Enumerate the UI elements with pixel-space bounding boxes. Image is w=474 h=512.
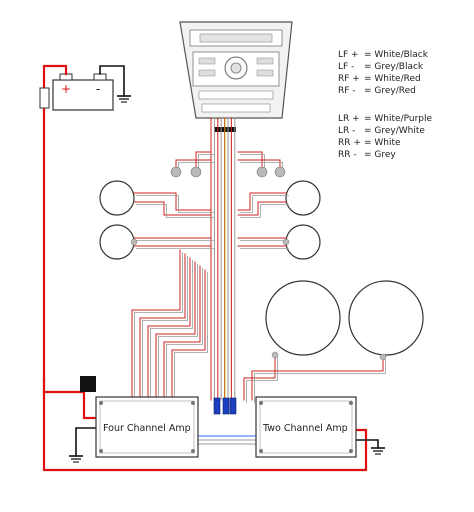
- amp-input-wire: [155, 261, 196, 398]
- wire-front-left-upper: [133, 192, 212, 211]
- front-right-speaker-upper: [285, 180, 321, 216]
- power-wire-to-two-channel: [42, 378, 368, 472]
- legend-color: = Grey/White: [364, 126, 425, 136]
- amp-input-wire-shadow: [142, 256, 188, 400]
- inline-fuse-icon: [39, 87, 50, 109]
- amp-input-wire: [131, 249, 181, 398]
- wire-front-left-upper-neg: [133, 201, 212, 216]
- battery-body: [52, 79, 114, 111]
- subwoofer-right-wire-shadow: [254, 359, 386, 403]
- legend-color: = Grey: [364, 150, 396, 160]
- wire-front-left-upper-shadow: [136, 195, 214, 213]
- speaker-terminal-icon: [271, 351, 279, 359]
- amp-input-wire: [163, 265, 201, 398]
- two-channel-amp-label: Two Channel Amp: [262, 423, 348, 434]
- legend-code: RR +: [338, 138, 361, 148]
- distribution-block-icon: [80, 376, 96, 392]
- legend-code: LF +: [338, 50, 359, 60]
- power-wiring: [42, 64, 385, 472]
- legend-code: LF -: [338, 62, 354, 72]
- subwoofer-right: [348, 280, 424, 356]
- subwoofer-right-wire: [251, 356, 384, 401]
- amp-input-wire: [139, 253, 186, 398]
- front-left-speaker-lower: [99, 224, 135, 260]
- rca-connector-icon: [229, 397, 237, 415]
- wire-front-right-upper: [237, 192, 287, 211]
- wire-front-right-upper-shadow: [240, 195, 289, 213]
- wire-front-right-upper-neg: [237, 201, 287, 216]
- wire-color-legend: LF + = White/Black LF - = Grey/Black RF …: [338, 50, 432, 160]
- subwoofer-left: [265, 280, 341, 356]
- legend-code: LR -: [338, 126, 355, 136]
- speaker-wiring: [131, 117, 386, 445]
- legend-code: RF +: [338, 74, 360, 84]
- legend-code: RR -: [338, 150, 357, 160]
- rca-connector-icon: [213, 397, 221, 415]
- battery: + -: [52, 73, 114, 111]
- power-wire-to-four-channel: [42, 390, 98, 420]
- head-unit: [179, 21, 293, 119]
- legend-code: RF -: [338, 86, 356, 96]
- power-wire-main: [42, 64, 68, 382]
- tweeters: [130, 166, 387, 361]
- two-channel-amp: Two Channel Amp: [255, 396, 357, 458]
- wire-front-right-upper-neg-shadow: [240, 204, 289, 218]
- tweeter-icon: [190, 166, 202, 178]
- amp-input-wire: [171, 269, 206, 398]
- tweeter-icon: [256, 166, 268, 178]
- legend-color: = Grey/Red: [364, 86, 416, 96]
- speaker-terminal-icon: [379, 353, 387, 361]
- legend-front: LF + = White/Black LF - = Grey/Black RF …: [338, 50, 429, 96]
- legend-code: LR +: [338, 114, 360, 124]
- legend-color: = White/Black: [364, 50, 429, 60]
- amp-input-wire-shadow: [134, 252, 183, 400]
- battery-negative-terminal: [93, 73, 107, 81]
- wire-front-left-upper-neg-shadow: [136, 204, 214, 218]
- amp-input-wire-shadow: [150, 260, 193, 400]
- battery-positive-symbol: +: [61, 82, 71, 96]
- amp-input-wire-shadow: [174, 272, 208, 400]
- legend-color: = White: [364, 138, 401, 148]
- front-left-speaker-upper: [99, 180, 135, 216]
- two-channel-ground-wire: [355, 439, 379, 449]
- speaker-terminal-icon: [130, 238, 138, 246]
- subwoofer-left-wire: [243, 354, 276, 401]
- subwoofer-left-wire-shadow: [246, 357, 278, 403]
- tweeter-wire-left-inner: [195, 151, 212, 173]
- amp-input-wire-shadow: [158, 264, 198, 400]
- amp-input-wire: [147, 257, 191, 398]
- amp-input-wire-shadow: [166, 268, 203, 400]
- four-channel-amp-label: Four Channel Amp: [103, 423, 191, 434]
- speaker-terminal-icon: [282, 238, 290, 246]
- tweeter-wire-right-inner: [237, 151, 263, 173]
- connectors-and-fuses: [39, 87, 237, 415]
- legend-color: = White/Purple: [364, 114, 432, 124]
- four-channel-amp: Four Channel Amp: [95, 396, 199, 458]
- tweeter-icon: [170, 166, 182, 178]
- front-right-speaker-lower: [285, 224, 321, 260]
- tweeter-icon: [274, 166, 286, 178]
- rca-connector-icon: [222, 397, 230, 415]
- legend-rear: LR + = White/Purple LR - = Grey/White RR…: [338, 114, 432, 160]
- battery-negative-symbol: -: [96, 82, 100, 96]
- legend-color: = Grey/Black: [364, 62, 424, 72]
- legend-color: = White/Red: [364, 74, 421, 84]
- battery-ground-wire: [99, 65, 125, 97]
- four-channel-ground-wire: [75, 427, 97, 457]
